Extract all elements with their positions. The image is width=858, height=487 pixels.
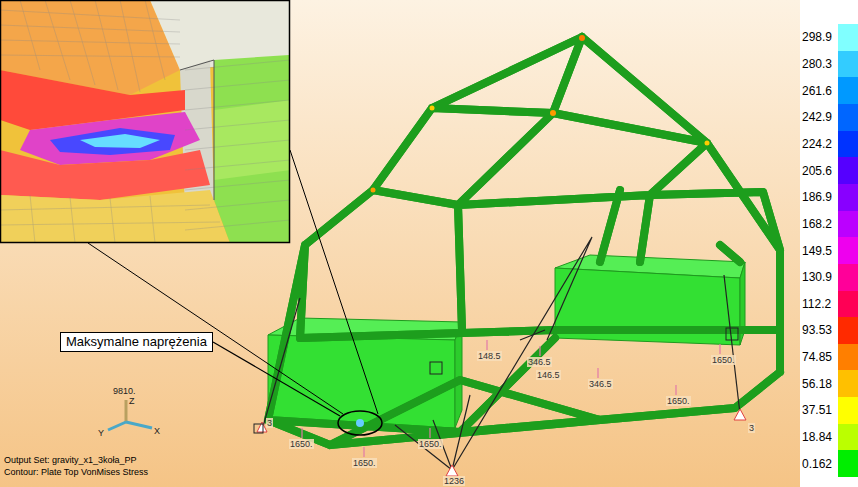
axis-label: Z: [129, 396, 135, 406]
legend-value: 56.18: [802, 377, 832, 391]
legend-value: 130.9: [802, 270, 832, 284]
legend-value: 205.6: [802, 164, 832, 178]
legend-swatch: [838, 344, 858, 371]
force-value: 9810.: [113, 386, 136, 396]
load-value: 1650.: [666, 396, 691, 406]
legend-swatch: [838, 450, 858, 477]
constraint-id: 3: [266, 418, 273, 428]
legend-value: 93.53: [802, 323, 832, 337]
legend-swatch: [838, 397, 858, 424]
legend-value: 242.9: [802, 110, 832, 124]
inset-border: [1, 1, 290, 243]
legend-swatch: [838, 424, 858, 451]
legend-swatch: [838, 77, 858, 104]
load-value: 346.5: [527, 357, 552, 367]
stress-hotspot: [356, 35, 710, 427]
legend-value: 0.162: [802, 457, 832, 471]
constraint-id: 3: [748, 423, 755, 433]
background: [0, 0, 800, 487]
legend-swatch: [838, 370, 858, 397]
callout-box: Maksymalne naprężenia: [60, 332, 213, 352]
axis-label: X: [154, 426, 160, 436]
legend-swatch: [838, 51, 858, 78]
output-set-text: Output Set: gravity_x1_3koła_PP: [4, 455, 137, 466]
load-value: 1650.: [711, 355, 736, 365]
legend-value: 261.6: [802, 84, 832, 98]
legend-swatch: [838, 237, 858, 264]
legend-swatch: [838, 184, 858, 211]
contour-text: Contour: Plate Top VonMises Stress: [4, 467, 148, 478]
legend-value: 186.9: [802, 190, 832, 204]
spring-line: [262, 237, 740, 470]
legend-value: 168.2: [802, 217, 832, 231]
load-value: 148.5: [477, 351, 502, 361]
constraint-square: [254, 328, 738, 433]
legend-swatch: [838, 157, 858, 184]
legend-value: 112.2: [802, 297, 831, 311]
green-cuboid: [268, 255, 745, 428]
legend-swatch: [838, 104, 858, 131]
legend-value: 224.2: [802, 137, 832, 151]
legend-swatch: [838, 131, 858, 158]
load-arrow: [302, 340, 720, 457]
legend-panel: [800, 0, 858, 487]
legend-value: 74.85: [802, 350, 832, 364]
legend-value: 280.3: [802, 57, 832, 71]
legend-value: 18.84: [802, 430, 832, 444]
legend-swatch: [838, 24, 858, 51]
zoom-inset: [1, 1, 289, 242]
constraint-triangle: [257, 409, 746, 476]
axis-label: Y: [98, 428, 104, 438]
load-value: 1650.: [418, 439, 443, 449]
constraint-id: 1236: [443, 476, 465, 486]
legend-value: 149.5: [802, 244, 832, 258]
load-value: 146.5: [536, 370, 561, 380]
tube-frame: [268, 37, 780, 445]
load-value: 1650.: [352, 458, 377, 468]
load-value: 346.5: [588, 379, 613, 389]
legend-value: 37.51: [802, 403, 832, 417]
legend-value: 298.9: [802, 30, 832, 44]
legend-swatch: [838, 211, 858, 238]
legend-swatch: [838, 264, 858, 291]
legend-swatch: [838, 291, 858, 318]
callout-text: Maksymalne naprężenia: [66, 334, 207, 350]
load-value: 1650.: [289, 439, 314, 449]
legend-swatch: [838, 317, 858, 344]
